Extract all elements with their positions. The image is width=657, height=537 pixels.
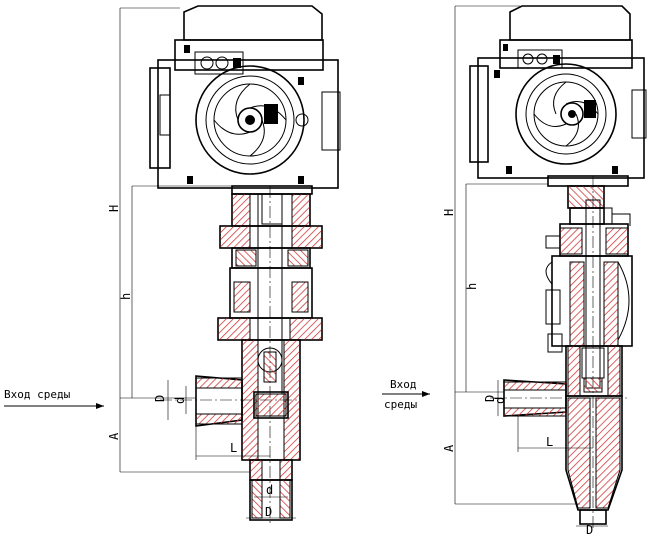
right-dimensions — [382, 5, 608, 527]
right-inlet-label-1: Вход — [390, 378, 417, 391]
right-dim-h: h — [465, 283, 479, 290]
right-dim-D-inlet: D — [483, 395, 497, 402]
right-dim-L: L — [546, 435, 553, 449]
left-dimensions — [4, 7, 296, 519]
right-dim-A: A — [442, 444, 456, 452]
right-dim-H: H — [442, 209, 456, 216]
right-dim-d-inlet: d — [493, 397, 507, 404]
left-dim-D-outlet: D — [265, 505, 272, 519]
left-dim-A: A — [107, 432, 121, 440]
left-bonnet — [217, 186, 323, 525]
right-bonnet — [545, 176, 633, 530]
right-view: Вход среды H h A D d L D — [382, 5, 647, 537]
left-actuator — [149, 5, 341, 195]
left-dim-d-outlet: d — [266, 483, 273, 497]
left-inlet-label: Вход среды — [4, 388, 71, 401]
left-dim-H: H — [107, 205, 121, 212]
right-actuator — [469, 5, 647, 187]
right-body — [490, 345, 630, 525]
right-dim-D-outlet: D — [586, 523, 593, 537]
left-view: Вход среды H h A D d L d D — [4, 5, 341, 525]
left-dim-D-inlet: D — [153, 395, 167, 402]
left-dim-L: L — [230, 441, 237, 455]
right-inlet-label-2: среды — [384, 398, 417, 411]
left-dim-d-inlet: d — [173, 397, 187, 404]
right-labels: Вход среды H h A D d L D — [384, 209, 593, 537]
left-labels: Вход среды H h A D d L d D — [4, 205, 273, 519]
left-body — [160, 339, 301, 521]
left-dim-h: h — [119, 293, 133, 300]
